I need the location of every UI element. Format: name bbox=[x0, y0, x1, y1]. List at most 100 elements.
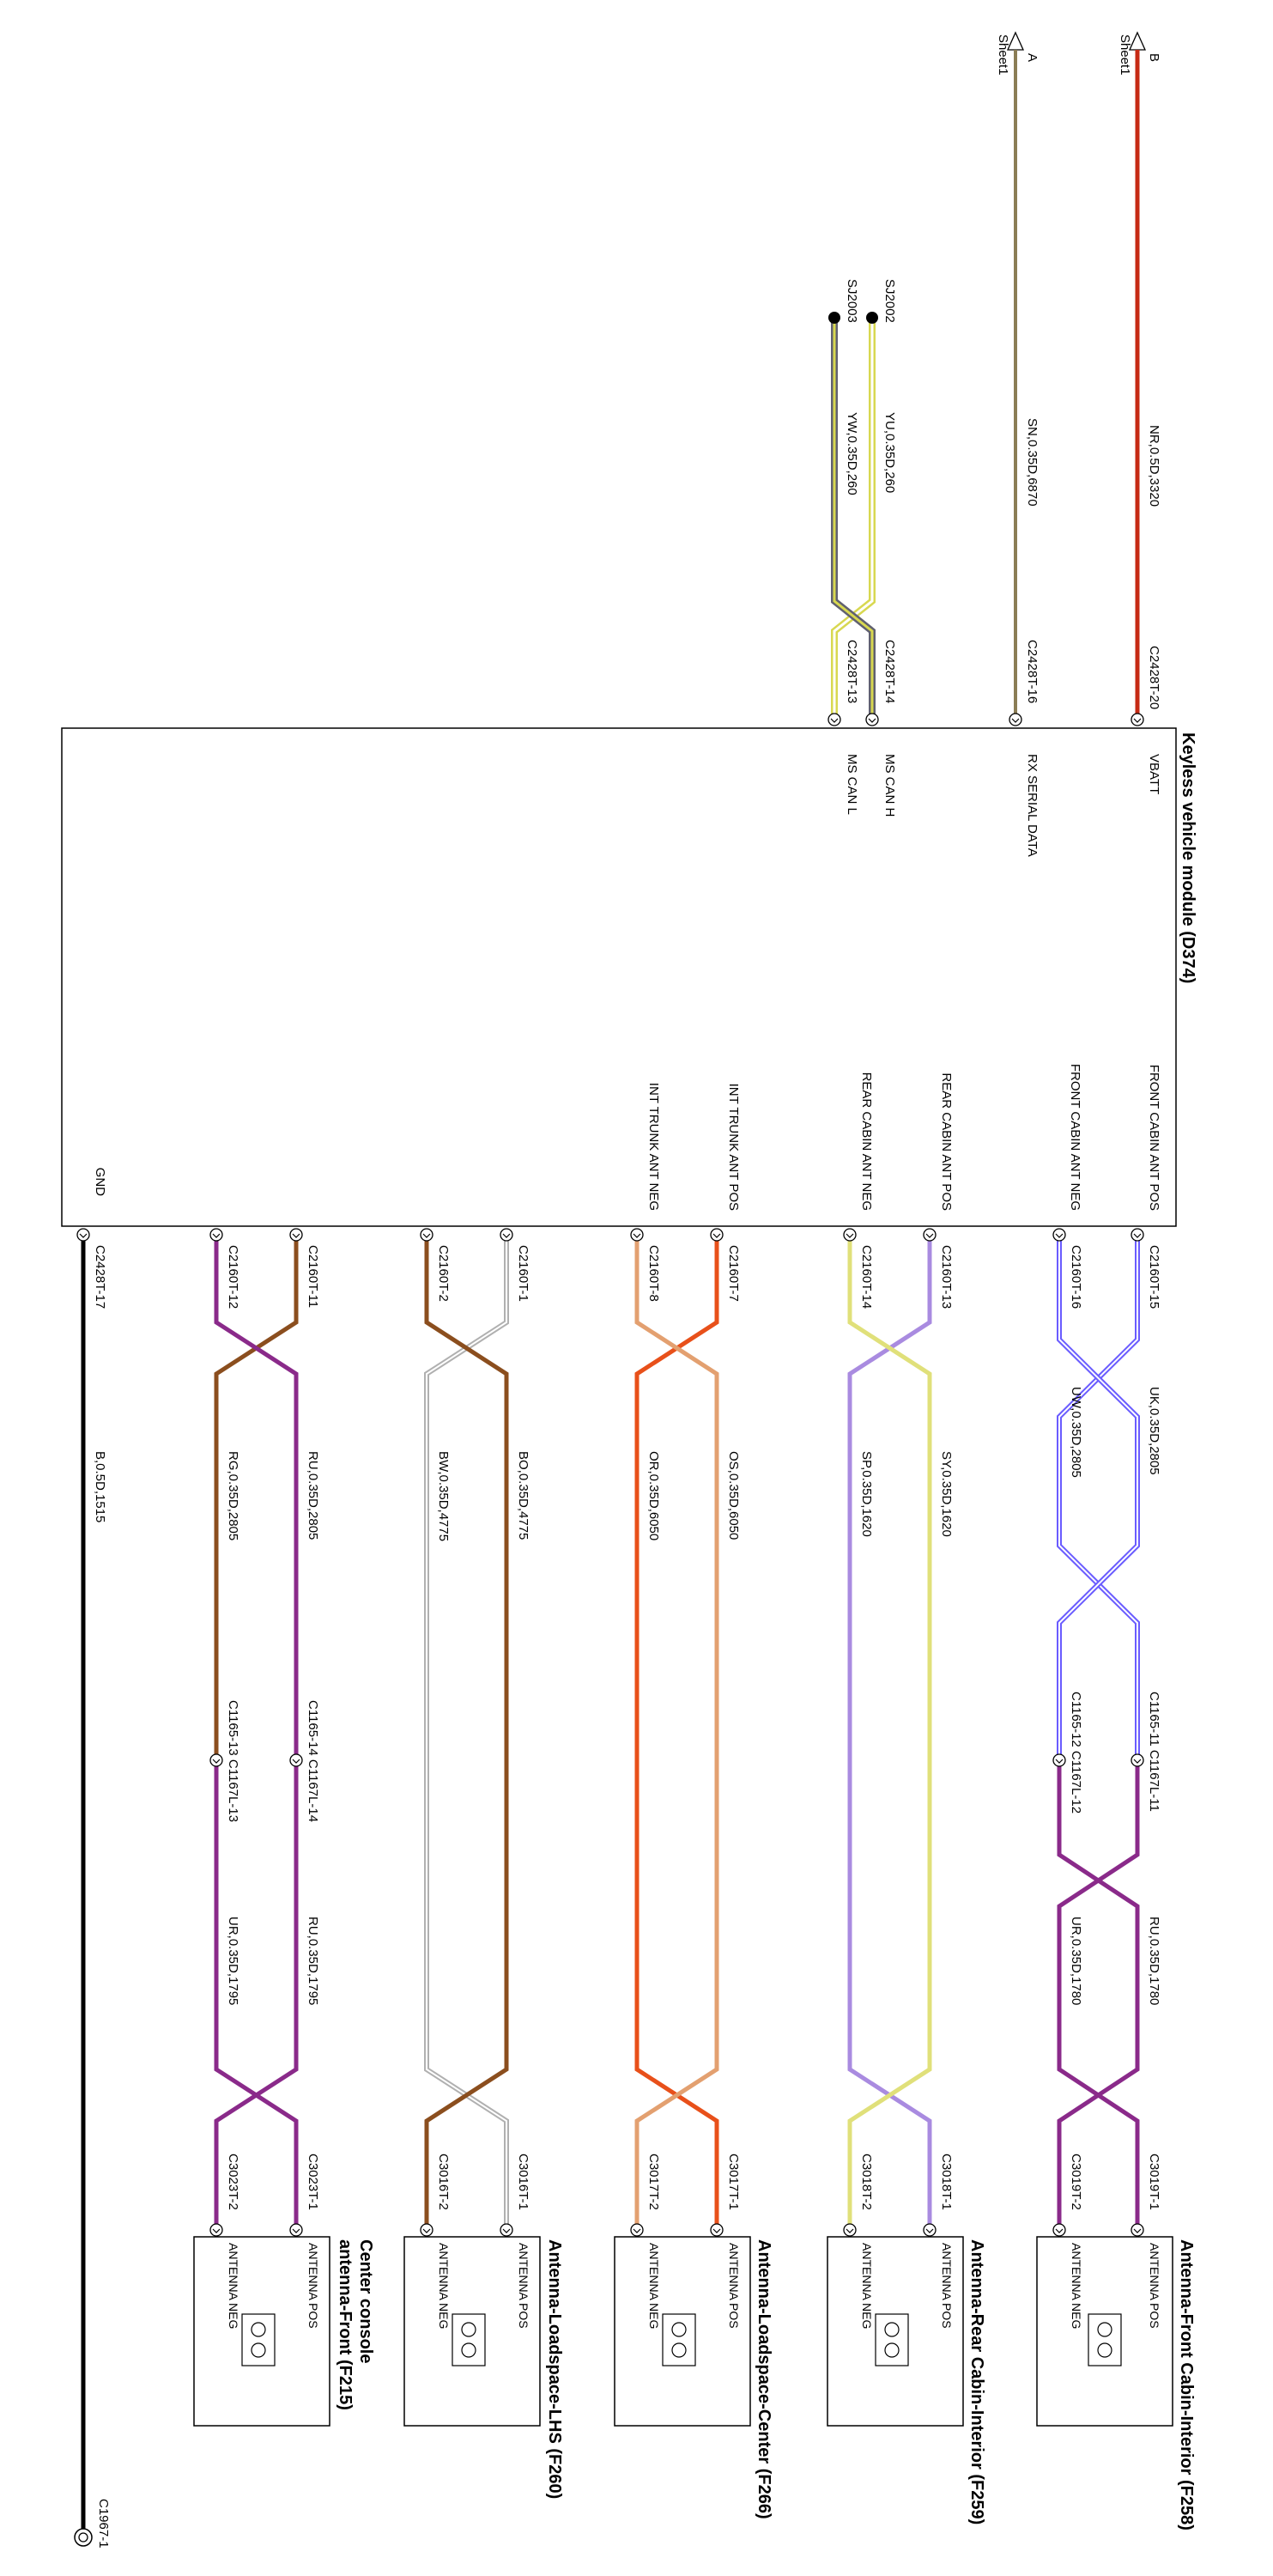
antenna-f266[interactable]: Antenna-Loadspace-Center (F266) ANTENNA … bbox=[614, 2236, 773, 2519]
wire-front-cabin-pair[interactable] bbox=[1057, 1235, 1140, 2230]
conn-c3017t-1: C3017T-1 bbox=[726, 2154, 741, 2210]
pin-c3018t-2-icon[interactable] bbox=[843, 2223, 857, 2237]
inline-label-11: C1165-11 C1167L-11 bbox=[1147, 1692, 1161, 1812]
inline-label-12: C1165-12 C1167L-12 bbox=[1069, 1692, 1083, 1814]
conn-c2428t-14: C2428T-14 bbox=[882, 640, 897, 703]
splice-label-sj2003: SJ2003 bbox=[845, 279, 859, 323]
inline-c1165-11-icon[interactable] bbox=[1131, 1753, 1144, 1767]
pin-can-h-icon[interactable] bbox=[865, 713, 879, 726]
antenna-f215-title-line2: antenna-Front (F215) bbox=[336, 2239, 355, 2410]
antenna-f258-neg: ANTENNA NEG bbox=[1070, 2243, 1083, 2329]
pin-c2160t-2-icon[interactable] bbox=[420, 1228, 433, 1242]
pin-c2160t-13-icon[interactable] bbox=[923, 1228, 937, 1242]
sheet-ref-a-sheet: Sheet1 bbox=[996, 34, 1010, 76]
keyless-module-box[interactable] bbox=[61, 727, 1177, 1227]
inline-c1165-14-icon[interactable] bbox=[289, 1753, 303, 1767]
conn-c3019t-1: C3019T-1 bbox=[1147, 2154, 1161, 2210]
module-title: Keyless vehicle module (D374) bbox=[1179, 732, 1197, 983]
antenna-f258[interactable]: Antenna-Front Cabin-Interior (F258) ANTE… bbox=[1036, 2236, 1196, 2530]
pin-label-vbatt: VBATT bbox=[1147, 754, 1161, 794]
wire-rear-cabin-pair[interactable] bbox=[847, 1235, 932, 2230]
pin-label-rear-neg: REAR CABIN ANT NEG bbox=[859, 1072, 874, 1211]
sheet-ref-a[interactable]: A Sheet1 bbox=[996, 31, 1040, 76]
conn-c2160t-7: C2160T-7 bbox=[726, 1245, 741, 1302]
label-bo-4775: BO,0.35D,4775 bbox=[516, 1451, 530, 1540]
ground-label: C1967-1 bbox=[96, 2499, 111, 2549]
splice-label-sj2002: SJ2002 bbox=[882, 279, 897, 323]
conn-c2160t-11: C2160T-11 bbox=[306, 1245, 320, 1308]
conn-c3016t-2: C3016T-2 bbox=[436, 2154, 451, 2210]
conn-c2160t-8: C2160T-8 bbox=[646, 1245, 661, 1302]
conn-c3019t-2: C3019T-2 bbox=[1069, 2154, 1083, 2210]
label-ur-1795: UR,0.35D,1795 bbox=[226, 1917, 240, 2005]
pin-c2160t-14-icon[interactable] bbox=[843, 1228, 857, 1242]
antenna-f215[interactable]: Center console antenna-Front (F215) ANTE… bbox=[193, 2236, 375, 2427]
label-uk-2805: UK,0.35D,2805 bbox=[1147, 1387, 1161, 1475]
wire-loadspace-lhs-pair[interactable] bbox=[424, 1235, 509, 2230]
conn-c2428t-13: C2428T-13 bbox=[845, 640, 859, 703]
pin-c2160t-16-icon[interactable] bbox=[1052, 1228, 1066, 1242]
conn-c3018t-2: C3018T-2 bbox=[859, 2154, 874, 2210]
pin-c3017t-1-icon[interactable] bbox=[710, 2223, 724, 2237]
pin-vbatt-icon[interactable] bbox=[1131, 713, 1144, 726]
wire-center-console-pair[interactable] bbox=[214, 1235, 299, 2230]
conn-c3016t-1: C3016T-1 bbox=[516, 2154, 530, 2210]
pin-c3019t-1-icon[interactable] bbox=[1131, 2223, 1144, 2237]
pin-c3016t-1-icon[interactable] bbox=[500, 2223, 513, 2237]
can-twisted-pair[interactable] bbox=[831, 318, 876, 720]
pin-c3019t-2-icon[interactable] bbox=[1052, 2223, 1066, 2237]
pin-c3023t-1-icon[interactable] bbox=[289, 2223, 303, 2237]
pin-c2160t-7-icon[interactable] bbox=[710, 1228, 724, 1242]
splice-sj2003[interactable] bbox=[828, 312, 840, 324]
conn-c2428t-17: C2428T-17 bbox=[93, 1245, 107, 1309]
label-nr-3320: NR,0.5D,3320 bbox=[1147, 425, 1161, 507]
sheet-ref-b-letter: B bbox=[1147, 53, 1161, 62]
antenna-f260-pos: ANTENNA POS bbox=[517, 2243, 530, 2329]
pin-label-can-l: MS CAN L bbox=[845, 754, 859, 815]
pin-rx-icon[interactable] bbox=[1009, 713, 1022, 726]
label-sp-1620: SP,0.35D,1620 bbox=[859, 1451, 874, 1537]
conn-c3017t-2: C3017T-2 bbox=[646, 2154, 661, 2210]
antenna-f259-title: Antenna-Rear Cabin-Interior (F259) bbox=[967, 2239, 986, 2524]
sheet-ref-b[interactable]: B Sheet1 bbox=[1118, 31, 1161, 76]
pin-c3017t-2-icon[interactable] bbox=[630, 2223, 644, 2237]
antenna-f259[interactable]: Antenna-Rear Cabin-Interior (F259) ANTEN… bbox=[827, 2236, 986, 2524]
pin-label-gnd: GND bbox=[93, 1168, 107, 1197]
conn-c2160t-12: C2160T-12 bbox=[226, 1245, 240, 1309]
pin-label-rx: RX SERIAL DATA bbox=[1025, 754, 1040, 857]
pin-c2160t-8-icon[interactable] bbox=[630, 1228, 644, 1242]
label-uw-2805: UW,0.35D,2805 bbox=[1069, 1387, 1083, 1478]
pin-can-l-icon[interactable] bbox=[827, 713, 841, 726]
pin-label-trunk-pos: INT TRUNK ANT POS bbox=[726, 1084, 741, 1211]
inline-c1165-13-icon[interactable] bbox=[209, 1753, 223, 1767]
pin-c3016t-2-icon[interactable] bbox=[420, 2223, 433, 2237]
antenna-f260-title: Antenna-Loadspace-LHS (F260) bbox=[545, 2239, 564, 2499]
label-or-6050: OR,0.35D,6050 bbox=[646, 1451, 661, 1540]
antenna-f260-neg: ANTENNA NEG bbox=[437, 2243, 451, 2329]
pin-c2160t-11-icon[interactable] bbox=[289, 1228, 303, 1242]
conn-c2428t-16: C2428T-16 bbox=[1025, 640, 1040, 703]
label-rg-2805: RG,0.35D,2805 bbox=[226, 1451, 240, 1540]
splice-sj2002[interactable] bbox=[866, 312, 878, 324]
inline-label-14: C1165-14 C1167L-14 bbox=[306, 1700, 320, 1822]
pin-c2160t-15-icon[interactable] bbox=[1131, 1228, 1144, 1242]
pin-label-front-pos: FRONT CABIN ANT POS bbox=[1147, 1065, 1161, 1211]
antenna-f260[interactable]: Antenna-Loadspace-LHS (F260) ANTENNA POS… bbox=[403, 2236, 564, 2499]
sheet-ref-a-letter: A bbox=[1025, 53, 1040, 62]
pin-c2160t-12-icon[interactable] bbox=[209, 1228, 223, 1242]
label-ur-1780: UR,0.35D,1780 bbox=[1069, 1917, 1083, 2005]
label-ru-2805: RU,0.35D,2805 bbox=[306, 1451, 320, 1540]
antenna-f259-pos: ANTENNA POS bbox=[940, 2243, 954, 2329]
label-yu-260: YU,0.35D,260 bbox=[882, 412, 897, 493]
antenna-f266-title: Antenna-Loadspace-Center (F266) bbox=[755, 2239, 773, 2519]
sheet-ref-b-sheet: Sheet1 bbox=[1118, 34, 1132, 76]
pin-c2160t-1-icon[interactable] bbox=[500, 1228, 513, 1242]
pin-c3018t-1-icon[interactable] bbox=[923, 2223, 937, 2237]
wire-trunk-pair[interactable] bbox=[634, 1235, 719, 2230]
ground-icon[interactable] bbox=[74, 2528, 93, 2547]
pin-c3023t-2-icon[interactable] bbox=[209, 2223, 223, 2237]
inline-label-13: C1165-13 C1167L-13 bbox=[226, 1700, 240, 1822]
pin-c2428t-17-icon[interactable] bbox=[76, 1228, 90, 1242]
inline-c1165-12-icon[interactable] bbox=[1052, 1753, 1066, 1767]
